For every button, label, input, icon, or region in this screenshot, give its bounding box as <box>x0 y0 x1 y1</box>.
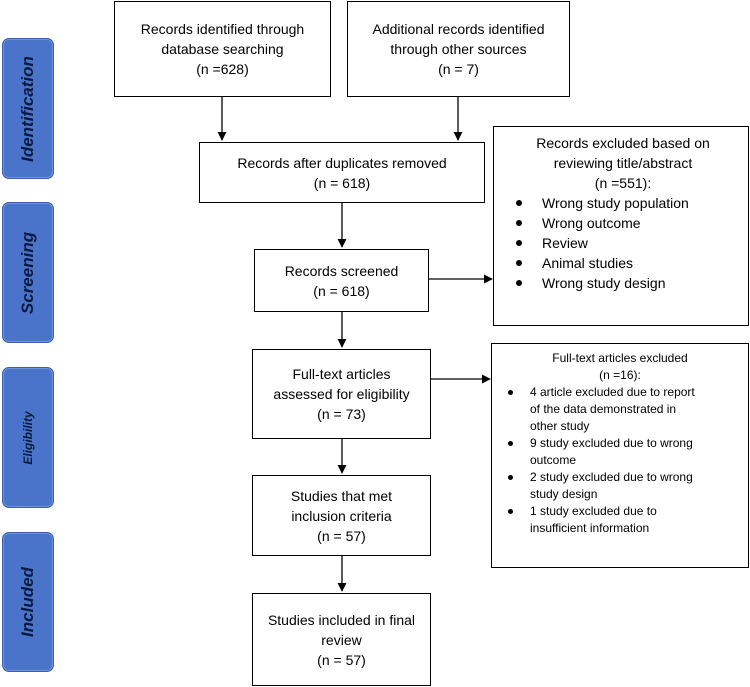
full-text-line1: Full-text articles <box>292 366 391 382</box>
met-inclusion-count: (n = 57) <box>317 527 366 544</box>
full-text-line2: assessed for eligibility <box>273 386 410 402</box>
list-item: 1 study excluded due to insufficient inf… <box>500 503 740 537</box>
list-item-line: insufficient information <box>530 521 650 535</box>
excluded-screening-list: Wrong study population Wrong outcome Rev… <box>508 193 738 293</box>
other-sources-line1: Additional records identified <box>372 21 545 37</box>
list-item: Wrong outcome <box>508 213 738 233</box>
list-item: Wrong study population <box>508 193 738 213</box>
list-item: 4 article excluded due to report of the … <box>500 384 740 435</box>
final-review-line2: review <box>321 631 362 648</box>
list-item: 2 study excluded due to wrong study desi… <box>500 469 740 503</box>
full-text-count: (n = 73) <box>317 406 366 422</box>
phase-eligibility-label: Eligibility <box>21 410 35 465</box>
database-search-line2: database searching <box>161 41 284 57</box>
list-item-line: 4 article excluded due to report <box>530 385 695 399</box>
list-item: 9 study excluded due to wrong outcome <box>500 435 740 469</box>
excluded-screening-line2: reviewing title/abstract <box>553 155 693 171</box>
list-item: Wrong study design <box>508 273 738 293</box>
list-item-line: 2 study excluded due to wrong <box>530 470 693 484</box>
phase-included-label: Included <box>18 567 37 637</box>
records-screened-line1: Records screened <box>284 262 399 279</box>
box-excluded-screening: Records excluded based on reviewing titl… <box>493 126 749 326</box>
phase-screening-label: Screening <box>18 231 37 314</box>
box-records-screened: Records screened (n = 618) <box>254 249 429 312</box>
excluded-fulltext-title: Full-text articles excluded <box>552 351 688 365</box>
duplicates-removed-line1: Records after duplicates removed <box>237 154 447 171</box>
excluded-screening-line1: Records excluded based on <box>536 135 710 151</box>
final-review-line1: Studies included in final <box>267 611 416 628</box>
box-other-sources: Additional records identified through ot… <box>347 1 570 97</box>
list-item: Review <box>508 233 738 253</box>
list-item-line: study design <box>530 487 598 501</box>
excluded-fulltext-count: (n =16): <box>599 368 641 382</box>
box-excluded-fulltext: Full-text articles excluded (n =16): 4 a… <box>491 343 749 568</box>
list-item-line: outcome <box>530 453 577 467</box>
excluded-screening-count: (n =551): <box>594 175 652 191</box>
database-search-line1: Records identified through <box>140 21 305 37</box>
list-item-line: 9 study excluded due to wrong <box>530 436 693 450</box>
excluded-fulltext-list: 4 article excluded due to report of the … <box>500 384 740 537</box>
box-final-review: Studies included in final review (n = 57… <box>252 593 431 686</box>
phase-eligibility: Eligibility <box>2 367 54 508</box>
list-item-line: 1 study excluded due to <box>530 504 657 518</box>
duplicates-removed-count: (n = 618) <box>313 174 371 191</box>
met-inclusion-line1: Studies that met <box>290 487 393 504</box>
list-item: Animal studies <box>508 253 738 273</box>
box-duplicates-removed: Records after duplicates removed (n = 61… <box>199 142 485 203</box>
box-full-text-assessed: Full-text articles assessed for eligibil… <box>252 349 431 439</box>
list-item-line: of the data demonstrated in <box>530 402 677 416</box>
phase-included: Included <box>2 532 54 672</box>
list-item-line: other study <box>530 419 590 433</box>
other-sources-line2: through other sources <box>390 41 527 57</box>
phase-identification: Identification <box>2 38 54 179</box>
phase-identification-label: Identification <box>18 55 37 162</box>
final-review-count: (n = 57) <box>317 651 366 668</box>
database-search-count: (n =628) <box>196 61 249 77</box>
box-met-inclusion: Studies that met inclusion criteria (n =… <box>252 475 431 556</box>
met-inclusion-line2: inclusion criteria <box>291 507 392 524</box>
other-sources-count: (n = 7) <box>438 61 479 77</box>
records-screened-count: (n = 618) <box>313 282 370 299</box>
phase-screening: Screening <box>2 202 54 343</box>
box-database-search: Records identified through database sear… <box>114 1 331 97</box>
